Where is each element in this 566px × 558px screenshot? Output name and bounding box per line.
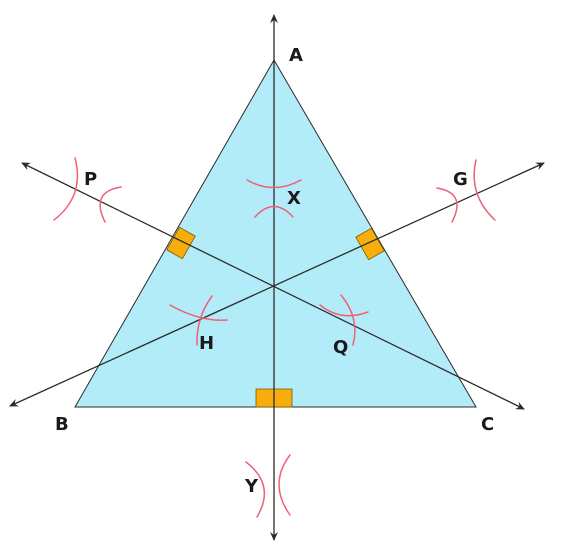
- label-g: G: [453, 169, 468, 190]
- label-c: C: [481, 414, 494, 435]
- triangle-abc: [74, 59, 477, 408]
- arc-g: [436, 159, 496, 223]
- label-b: B: [55, 414, 69, 435]
- arc-p: [53, 157, 122, 223]
- arc-x: [246, 179, 302, 218]
- arc-y: [245, 454, 291, 518]
- label-h: H: [199, 333, 214, 354]
- arc-h: [169, 295, 228, 346]
- bisector-line-ac: [9, 162, 545, 407]
- label-y: Y: [244, 476, 259, 497]
- label-a: A: [289, 45, 303, 66]
- label-p: P: [84, 169, 97, 190]
- label-q: Q: [333, 337, 348, 358]
- label-x: X: [287, 188, 301, 209]
- arc-q: [319, 294, 369, 346]
